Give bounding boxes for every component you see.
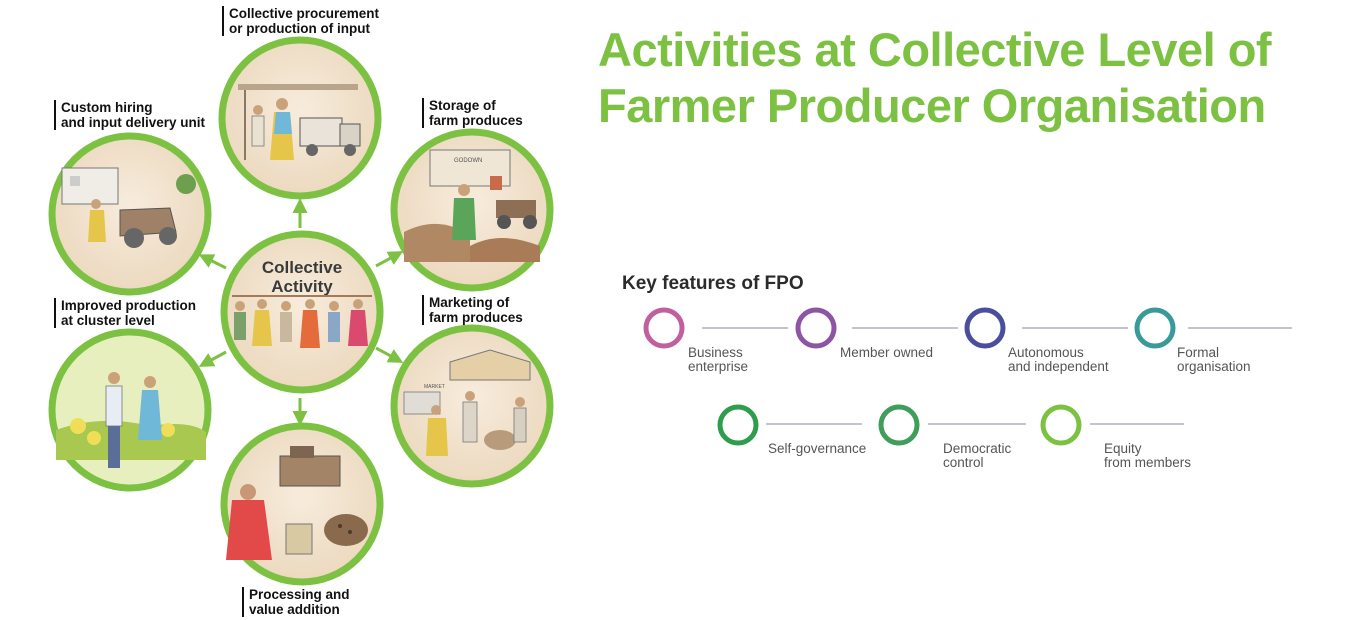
page-title-line-2: Farmer Producer Organisation (598, 79, 1266, 132)
people-holding-hands (232, 295, 372, 348)
label-marketing: Marketing of farm produces (422, 295, 523, 325)
feature-democratic-control: Democratic control (943, 442, 1011, 470)
feature-member-owned-line-1: Member owned (840, 345, 934, 360)
feature-business-enterprise-line-2: enterprise (688, 359, 749, 374)
feature-autonomous-line-1: Autonomous (1008, 345, 1084, 360)
arrow-to-marketing (375, 346, 404, 363)
feature-formal-organisation: Formal organisation (1177, 346, 1251, 374)
label-procurement: Collective procurement or production of … (222, 6, 379, 36)
feature-democratic-control-line-2: control (943, 455, 984, 470)
activity-marketing-illustration: MARKET (390, 324, 554, 488)
feature-business-enterprise: Business enterprise (688, 346, 748, 374)
center-collective-activity: Collective Activity (220, 230, 384, 394)
feature-self-governance-line-1: Self-governance (768, 441, 867, 456)
feature-equity-line-2: from members (1104, 455, 1192, 470)
key-features-heading: Key features of FPO (622, 273, 804, 294)
godown-sign: GODOWN (454, 158, 482, 164)
label-production: Improved production at cluster level (54, 298, 196, 328)
label-procurement-line-1: Collective procurement (229, 6, 380, 21)
diagram-arrows (198, 198, 404, 426)
feature-member-owned: Member owned (840, 346, 933, 360)
feature-democratic-control-line-1: Democratic (943, 441, 1012, 456)
label-marketing-line-1: Marketing of (429, 295, 510, 310)
label-processing-line-1: Processing and (249, 587, 350, 602)
label-storage-line-1: Storage of (429, 98, 496, 113)
label-processing-line-2: value addition (249, 602, 340, 617)
feature-autonomous-line-2: and independent (1008, 359, 1109, 374)
page-title-line-1: Activities at Collective Level of (598, 23, 1272, 76)
label-production-line-1: Improved production (61, 298, 196, 313)
label-custom-hiring-line-2: and input delivery unit (61, 115, 206, 130)
feature-business-enterprise-line-1: Business (688, 345, 743, 360)
feature-formal-organisation-line-1: Formal (1177, 345, 1220, 360)
activity-custom-hiring-illustration (48, 132, 212, 296)
feature-equity-line-1: Equity (1104, 441, 1142, 456)
label-storage: Storage of farm produces (422, 98, 523, 128)
label-production-line-2: at cluster level (61, 313, 155, 328)
arrow-to-production (198, 350, 227, 367)
activity-procurement-illustration (218, 36, 382, 200)
feature-formal-organisation-line-2: organisation (1177, 359, 1251, 374)
activity-storage-illustration: GODOWN (390, 128, 554, 292)
feature-equity: Equity from members (1104, 442, 1191, 470)
label-marketing-line-2: farm produces (429, 310, 523, 325)
feature-autonomous: Autonomous and independent (1008, 346, 1109, 374)
arrow-to-custom-hiring (198, 254, 227, 270)
center-label-line-1: Collective (262, 258, 342, 277)
activity-production-illustration (48, 328, 212, 492)
label-storage-line-2: farm produces (429, 113, 523, 128)
feature-self-governance: Self-governance (768, 442, 866, 456)
arrow-to-storage (375, 251, 404, 268)
center-label-line-2: Activity (271, 277, 333, 296)
label-procurement-line-2: or production of input (229, 21, 370, 36)
page-title: Activities at Collective Level of Farmer… (598, 22, 1318, 134)
activity-processing-illustration (220, 422, 384, 586)
label-custom-hiring: Custom hiring and input delivery unit (54, 100, 205, 130)
market-sign: MARKET (424, 384, 445, 390)
label-processing: Processing and value addition (242, 587, 350, 617)
label-custom-hiring-line-1: Custom hiring (61, 100, 153, 115)
